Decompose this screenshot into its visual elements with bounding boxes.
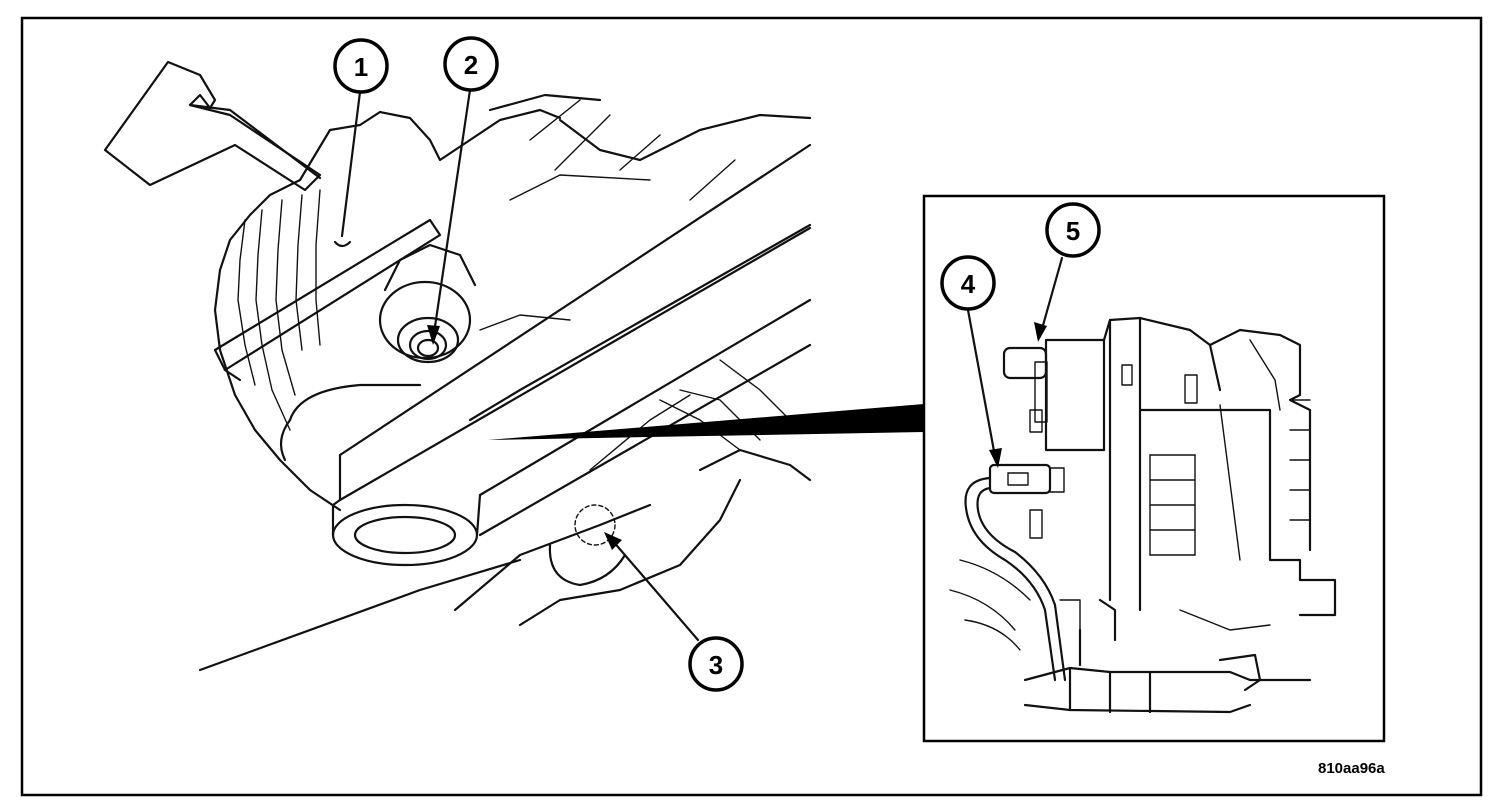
callout-5-label: 5 <box>1066 216 1080 246</box>
inset-drawing <box>949 316 1337 714</box>
callout-1: 1 <box>333 38 389 94</box>
callout-3: 3 <box>688 636 744 692</box>
callout-5: 5 <box>1045 202 1101 258</box>
detail-inset-frame <box>922 194 1386 743</box>
detail-pointer <box>488 404 924 440</box>
callout-1-label: 1 <box>354 52 368 82</box>
callout-2-label: 2 <box>464 50 478 80</box>
callout-2: 2 <box>443 36 499 92</box>
main-view-drawing <box>103 60 812 672</box>
outer-border <box>20 16 1483 797</box>
callout-4: 4 <box>940 255 996 311</box>
figure-reference: 810aa96a <box>1318 760 1385 777</box>
callout-3-label: 3 <box>709 650 723 680</box>
callout-4-label: 4 <box>961 269 976 299</box>
